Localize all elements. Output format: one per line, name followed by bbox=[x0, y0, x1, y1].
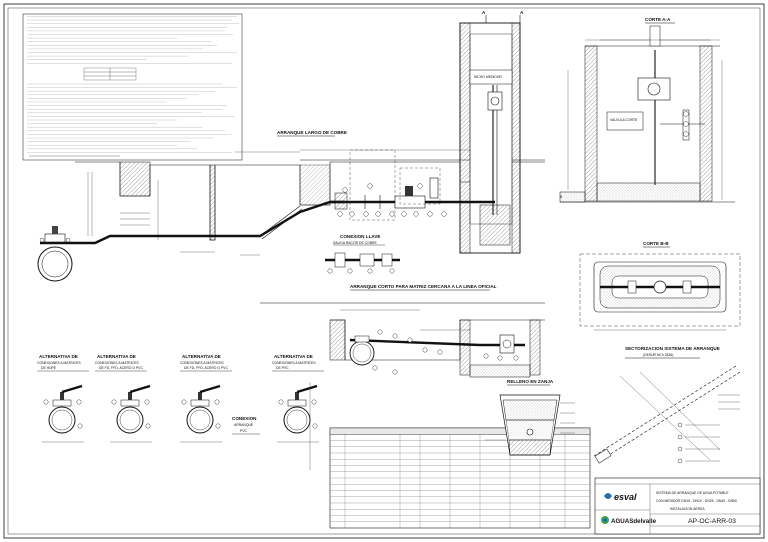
conexion-llave-subtitle: SALIDA RACOR DE COBRE bbox=[333, 241, 377, 245]
callout-bubble bbox=[375, 211, 381, 217]
alternativa-title: ALTERNATIVA DE bbox=[39, 354, 78, 359]
esval-logo: esval bbox=[604, 492, 637, 502]
conexion-arranque-title: CONEXION bbox=[232, 416, 257, 421]
callout-bubble bbox=[483, 353, 489, 359]
callout-bubble bbox=[497, 355, 503, 361]
alternativa-title: ALTERNATIVA DE bbox=[97, 354, 136, 359]
arranque-largo-title: ARRANQUE LARGO DE COBRE bbox=[277, 130, 347, 135]
valvula-label: VALVULA CORTE bbox=[610, 118, 638, 122]
callout-bubble bbox=[372, 365, 378, 371]
conexion-arranque-pvc: CONEXION ARRANQUE PVC bbox=[232, 382, 311, 470]
callout-bubble bbox=[427, 211, 433, 217]
callout-bubble bbox=[389, 211, 395, 217]
conexion-llave-title: CONEXION LLAVE bbox=[340, 234, 381, 239]
marker-b-aa: B bbox=[560, 195, 563, 199]
nicho-label: NICHO MEDIDOR bbox=[474, 75, 502, 79]
alternativa-line3: DE PVC bbox=[276, 366, 289, 370]
callout-bubble bbox=[441, 211, 447, 217]
matrix-pipe-circle bbox=[283, 406, 311, 434]
alternativa-line3: DE HDPE bbox=[41, 366, 57, 370]
title-desc-3: INSTALACION AEREA bbox=[670, 507, 705, 511]
matrix-pipe-circle bbox=[116, 406, 144, 434]
callout-bubble bbox=[401, 211, 407, 217]
brand-esval: esval bbox=[614, 492, 637, 502]
notes-block bbox=[22, 13, 243, 161]
arranque-largo-profile bbox=[37, 161, 545, 282]
callout-bubble bbox=[337, 211, 343, 217]
marker-a-top-2: A bbox=[520, 10, 524, 15]
matrix-pipe-circle bbox=[186, 406, 214, 434]
sectorizacion-subtitle: (DESUR NCh 2836) bbox=[643, 353, 673, 357]
callout-bubble bbox=[392, 369, 398, 375]
relleno-title: RELLENO EN ZANJA bbox=[507, 379, 554, 384]
corte-bb-title: CORTE B-B bbox=[643, 241, 669, 246]
alternativa-line2: CONEXIONES A MATRICES bbox=[37, 361, 81, 365]
brand-aguasdelvalle: AGUASdelvalle bbox=[611, 518, 657, 525]
alternativa-line3: DE FD, FFD, ACERO O PVC bbox=[99, 366, 143, 370]
matrix-pipe-circle bbox=[48, 406, 76, 434]
corte-aa: CORTE A-A VALVULA CORTE B bbox=[559, 17, 735, 203]
callout-bubble bbox=[407, 337, 413, 343]
conexion-llave: CONEXION LLAVE SALIDA RACOR DE COBRE bbox=[325, 234, 400, 274]
alternativa-title: ALTERNATIVA DE bbox=[182, 354, 221, 359]
relleno-zanja: RELLENO EN ZANJA bbox=[485, 379, 575, 456]
title-desc-1: SISTEMA DE ARRANQUE DE AGUA POTABLE bbox=[656, 491, 729, 495]
conexion-arranque-subtitle-2: PVC bbox=[240, 429, 248, 433]
marker-a-top: A bbox=[482, 10, 486, 15]
alternativa-line2: CONEXIONES A MATRICES bbox=[95, 361, 139, 365]
aguasdelvalle-logo: AGUASdelvalle bbox=[601, 516, 657, 525]
callout-bubble bbox=[377, 329, 383, 335]
alternativa-line3: DE FD, FFD, ACERO O PVC bbox=[184, 366, 228, 370]
callout-bubble bbox=[422, 347, 428, 353]
callout-bubble bbox=[342, 187, 348, 193]
callout-bubble bbox=[413, 211, 419, 217]
corte-aa-title: CORTE A-A bbox=[645, 17, 671, 22]
arranque-corto-title: ARRANQUE CORTO PARA MATRIZ CERCANA A LA … bbox=[350, 284, 497, 289]
callout-bubble bbox=[363, 211, 369, 217]
arranque-largo-section: ARRANQUE LARGO DE COBRE NICHO MEDIDOR A … bbox=[235, 10, 545, 254]
alternativa-line2: CONEXIONES A MATRICES bbox=[272, 361, 316, 365]
callout-bubble bbox=[349, 211, 355, 217]
alternativa-title: ALTERNATIVA DE bbox=[274, 354, 313, 359]
callout-bubble bbox=[367, 183, 373, 189]
sectorizacion-title: SECTORIZACION SISTEMA DE ARRANQUE bbox=[625, 346, 720, 351]
title-desc-2: CON MEDIDOR DN15 - DN20 - DN25 - DN40 - … bbox=[656, 499, 737, 503]
conexion-arranque-subtitle: ARRANQUE bbox=[234, 423, 254, 427]
alternativa-line2: CONEXIONES A MATRICES bbox=[180, 361, 224, 365]
callout-bubble bbox=[437, 349, 443, 355]
sheet-inner-border bbox=[7, 7, 761, 535]
callout-bubble bbox=[513, 355, 519, 361]
callout-bubble bbox=[392, 333, 398, 339]
arranque-corto: ARRANQUE CORTO PARA MATRIZ CERCANA A LA … bbox=[260, 284, 545, 378]
sectorizacion: SECTORIZACION SISTEMA DE ARRANQUE (DESUR… bbox=[593, 346, 741, 464]
callout-bubble bbox=[417, 183, 423, 189]
corte-bb: CORTE B-B bbox=[579, 241, 741, 331]
drawing-code: AP-OC-ARR-03 bbox=[688, 518, 736, 525]
title-block: esval AGUASdelvalle SISTEMA DE ARRANQUE … bbox=[594, 477, 761, 535]
